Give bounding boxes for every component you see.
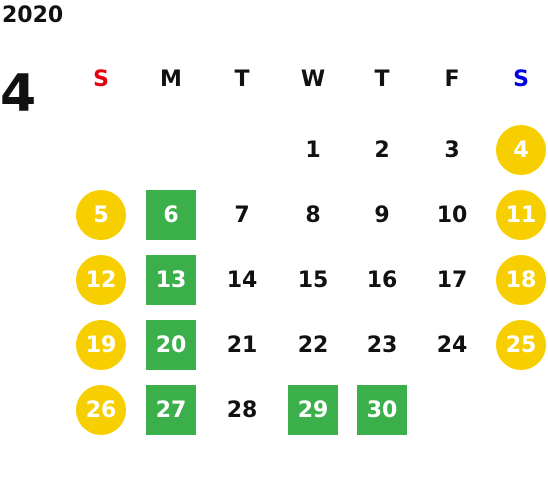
day-cell-16[interactable]: 16 (366, 267, 398, 293)
day-cell-5[interactable]: 5 (76, 190, 126, 240)
day-cell-14[interactable]: 14 (226, 267, 258, 293)
day-cell-27[interactable]: 27 (146, 385, 196, 435)
weekday-header-monday: M (160, 67, 182, 92)
day-cell-17[interactable]: 17 (436, 267, 468, 293)
weekday-header-saturday: S (513, 67, 529, 92)
weekday-header-thursday: T (374, 67, 390, 92)
day-cell-21[interactable]: 21 (226, 332, 258, 358)
day-cell-29[interactable]: 29 (288, 385, 338, 435)
year-label: 2020 (2, 3, 64, 28)
day-cell-1[interactable]: 1 (305, 137, 321, 163)
day-cell-15[interactable]: 15 (297, 267, 329, 293)
day-cell-28[interactable]: 28 (226, 397, 258, 423)
day-cell-9[interactable]: 9 (374, 202, 390, 228)
day-cell-2[interactable]: 2 (374, 137, 390, 163)
weekday-header-wednesday: W (300, 67, 326, 92)
day-cell-25[interactable]: 25 (496, 320, 546, 370)
month-number: 4 (0, 64, 37, 124)
day-cell-7[interactable]: 7 (234, 202, 250, 228)
day-cell-8[interactable]: 8 (305, 202, 321, 228)
day-cell-23[interactable]: 23 (366, 332, 398, 358)
day-cell-13[interactable]: 13 (146, 255, 196, 305)
day-cell-6[interactable]: 6 (146, 190, 196, 240)
day-cell-24[interactable]: 24 (436, 332, 468, 358)
weekday-header-sunday: S (93, 67, 109, 92)
day-cell-18[interactable]: 18 (496, 255, 546, 305)
day-cell-20[interactable]: 20 (146, 320, 196, 370)
day-cell-12[interactable]: 12 (76, 255, 126, 305)
day-cell-3[interactable]: 3 (444, 137, 460, 163)
day-cell-26[interactable]: 26 (76, 385, 126, 435)
weekday-header-tuesday: T (234, 67, 250, 92)
weekday-header-friday: F (444, 67, 460, 92)
day-cell-30[interactable]: 30 (357, 385, 407, 435)
day-cell-11[interactable]: 11 (496, 190, 546, 240)
day-cell-22[interactable]: 22 (297, 332, 329, 358)
day-cell-10[interactable]: 10 (436, 202, 468, 228)
day-cell-4[interactable]: 4 (496, 125, 546, 175)
day-cell-19[interactable]: 19 (76, 320, 126, 370)
